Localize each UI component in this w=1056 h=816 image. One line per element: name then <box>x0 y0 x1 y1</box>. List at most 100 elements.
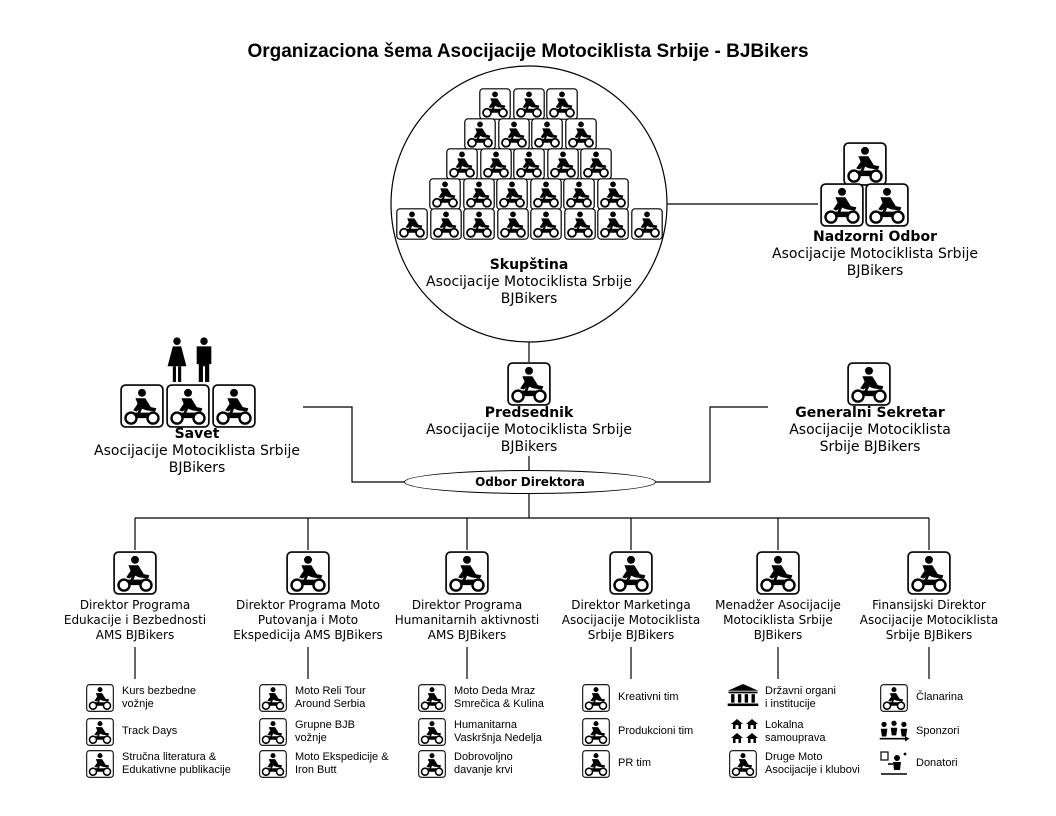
sekretar-motorcycle-icon <box>847 362 891 406</box>
skupstina-motorcycle-icon <box>512 88 546 120</box>
director-motorcycle-icon <box>445 551 489 595</box>
savet-motorcycle-icon <box>212 384 256 428</box>
motorcycle-icon <box>581 750 611 778</box>
chart-title: Organizaciona šema Asocijacije Motocikli… <box>247 41 809 62</box>
motorcycle-icon <box>417 684 447 712</box>
director-title-line: Asocijacije Motociklista <box>859 613 999 627</box>
director-motorcycle-icon <box>286 551 330 595</box>
house-icon <box>745 718 759 730</box>
nadzorni-name: Nadzorni Odbor <box>813 229 937 245</box>
program-item-line: Moto Deda Mraz <box>454 685 536 697</box>
program-item-line: Kreativni tim <box>618 691 679 703</box>
savet-motorcycle-icon <box>166 384 210 428</box>
program-item-line: vožnje <box>295 732 327 744</box>
program-item-line: Državni organi <box>765 685 836 697</box>
skupstina-sub2: BJBikers <box>500 291 558 307</box>
skupstina-motorcycle-icon <box>530 118 564 150</box>
program-item-line: Moto Ekspedicije & <box>295 751 389 763</box>
predsednik-motorcycle-icon <box>507 362 551 406</box>
sekretar-sub1: Asocijacije Motociklista <box>789 422 951 438</box>
director-title-line: Menadžer Asocijacije <box>715 598 841 612</box>
motorcycle-icon <box>417 718 447 746</box>
savet-label: Savet Asocijacije Motociklista Srbije BJ… <box>57 426 337 477</box>
skupstina-motorcycle-icon <box>630 208 664 240</box>
house-icon <box>730 732 744 744</box>
skupstina-motorcycle-icon <box>529 208 563 240</box>
skupstina-motorcycle-icon <box>395 208 429 240</box>
director-title-line: Humanitarnih aktivnosti <box>394 613 540 627</box>
program-item-label: Stručna literatura &Edukativne publikaci… <box>122 751 231 777</box>
skupstina-motorcycle-icon <box>496 208 530 240</box>
skupstina-motorcycle-icon <box>497 118 531 150</box>
predsednik-label: Predsednik Asocijacije Motociklista Srbi… <box>389 405 669 456</box>
skupstina-name: Skupština <box>489 257 569 273</box>
program-item-line: Edukativne publikacije <box>122 764 231 776</box>
program-item-line: Članarina <box>916 691 964 703</box>
skupstina-motorcycle-icon <box>529 178 563 210</box>
skupstina-motorcycle-icon <box>429 208 463 240</box>
savet-name: Savet <box>174 426 220 442</box>
director-title-line: Direktor Programa <box>79 598 191 612</box>
program-item-line: PR tim <box>618 757 651 769</box>
skupstina-motorcycle-icon <box>546 148 580 180</box>
director-title-line: AMS BJBikers <box>427 628 507 642</box>
program-item-line: Moto Reli Tour <box>295 685 366 697</box>
motorcycle-icon <box>258 684 288 712</box>
program-item-label: Track Days <box>122 725 177 738</box>
motorcycle-icon <box>85 684 115 712</box>
program-item-line: Dobrovoljno <box>454 751 513 763</box>
motorcycle-icon <box>581 718 611 746</box>
program-item-line: vožnje <box>122 698 154 710</box>
skupstina-motorcycle-icon <box>596 208 630 240</box>
director-title-line: Direktor Programa Moto <box>236 598 380 612</box>
sekretar-name: Generalni Sekretar <box>795 405 945 421</box>
skupstina-motorcycle-icon <box>596 178 630 210</box>
program-item-label: Članarina <box>916 691 963 704</box>
program-item-label: Sponzori <box>916 725 959 738</box>
predsednik-sub2: BJBikers <box>500 439 558 455</box>
donors-icon <box>879 750 909 776</box>
program-item-line: Druge Moto <box>765 751 823 763</box>
skupstina-motorcycle-icon <box>462 208 496 240</box>
skupstina-motorcycle-icon <box>495 178 529 210</box>
motorcycle-icon <box>258 718 288 746</box>
skupstina-motorcycle-icon <box>428 178 462 210</box>
program-item-line: Asocijacije i klubovi <box>765 764 860 776</box>
nadzorni-label: Nadzorni Odbor Asocijacije Motociklista … <box>735 229 1015 280</box>
savet-motorcycle-icon <box>120 384 164 428</box>
odbor-direktora-oval: Odbor Direktora <box>404 470 656 494</box>
nadzorni-motorcycle-icon <box>865 183 909 227</box>
government-building-icon <box>726 682 760 708</box>
skupstina-motorcycle-icon <box>563 208 597 240</box>
director-title-line: AMS BJBikers <box>95 628 175 642</box>
houses-icon <box>728 718 760 746</box>
nadzorni-sub1: Asocijacije Motociklista Srbije <box>772 246 978 262</box>
motorcycle-icon <box>879 684 909 712</box>
skupstina-label: Skupština Asocijacije Motociklista Srbij… <box>389 257 669 308</box>
motorcycle-icon <box>258 750 288 778</box>
director-title-line: Putovanja i Moto <box>257 613 359 627</box>
skupstina-motorcycle-icon <box>478 88 512 120</box>
program-item-line: Stručna literatura & <box>122 751 217 763</box>
program-item-label: Donatori <box>916 757 958 770</box>
skupstina-motorcycle-icon <box>564 118 598 150</box>
skupstina-sub1: Asocijacije Motociklista Srbije <box>426 274 632 290</box>
skupstina-motorcycle-icon <box>512 148 546 180</box>
program-item-line: Kurs bezbedne <box>122 685 196 697</box>
skupstina-motorcycle-icon <box>463 118 497 150</box>
director-title-line: Srbije BJBikers <box>885 628 973 642</box>
director-title-line: Ekspedicija AMS BJBikers <box>233 628 383 642</box>
house-icon <box>730 718 744 730</box>
program-item-line: Vaskršnja Nedelja <box>454 732 542 744</box>
